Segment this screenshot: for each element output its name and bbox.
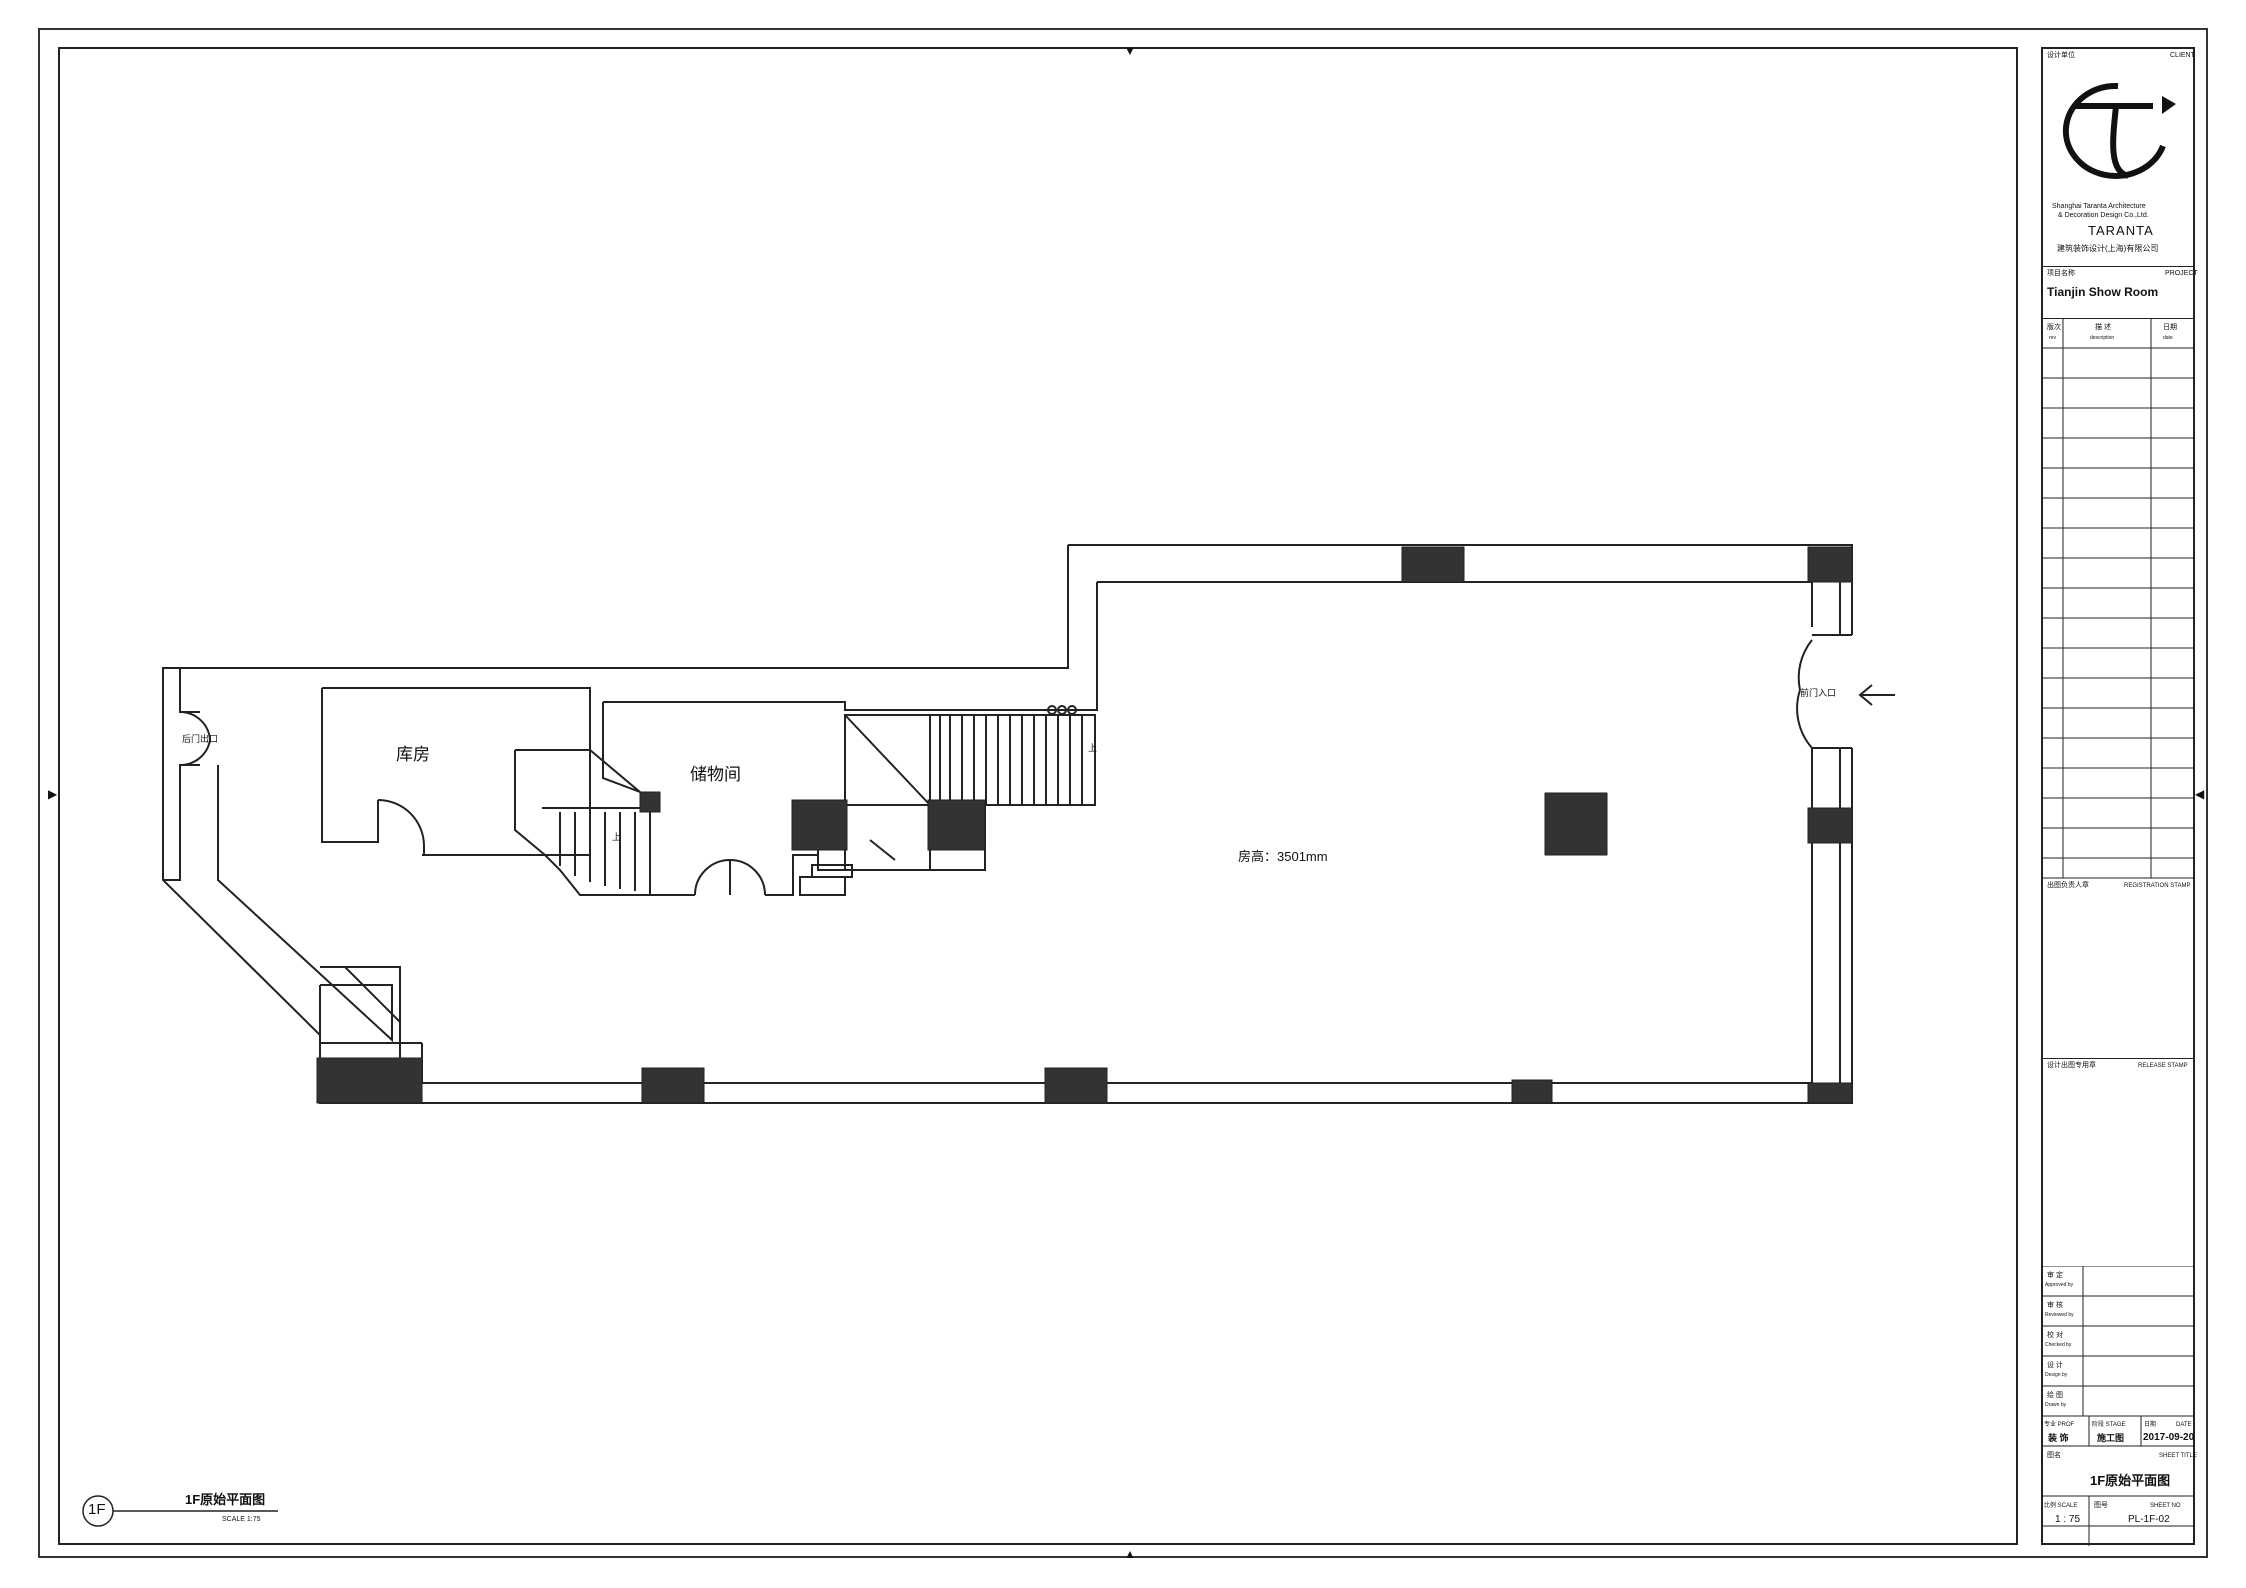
company-name-en-1: Shanghai Taranta Architecture <box>2052 203 2146 210</box>
registration-label: 出图负责人章 <box>2047 882 2089 889</box>
date-value: 2017-09-20 <box>2143 1432 2195 1443</box>
client-label: CLIENT <box>2170 52 2195 59</box>
column <box>927 799 986 851</box>
designer-label: 设计单位 <box>2047 52 2075 59</box>
stair-up-label: 上 <box>1088 743 1098 753</box>
ceiling-height-label: 房高：3501mm <box>1238 849 1328 864</box>
release-label: 设计出图专用章 <box>2047 1062 2096 1069</box>
center-marker-top: ▼ <box>1124 44 1136 58</box>
project-name: Tianjin Show Room <box>2047 285 2159 299</box>
outer-wall <box>1068 544 1853 635</box>
column <box>1807 1082 1853 1104</box>
company-logo <box>2062 82 2176 179</box>
divider <box>2041 318 2195 319</box>
approved-label-en: Approved by <box>2045 1282 2074 1288</box>
company-name-cn: 建筑装饰设计(上海)有限公司 <box>2057 244 2159 253</box>
column <box>1807 546 1853 583</box>
rev-label: 版次 <box>2047 324 2061 331</box>
company-brand: TARANTA <box>2088 223 2154 238</box>
floor-plan <box>162 544 1895 1104</box>
desc-label-en: description <box>2090 335 2115 341</box>
drawing-title: 1F原始平面图 <box>185 1492 266 1507</box>
divider <box>2041 1058 2195 1059</box>
column <box>639 791 661 813</box>
sheet-title: 1F原始平面图 <box>2090 1473 2171 1488</box>
release-label-en: RELEASE STAMP <box>2138 1063 2188 1069</box>
center-marker-left: ▶ <box>48 787 58 801</box>
column <box>1044 1067 1108 1104</box>
stair-up-label-2: 上 <box>612 832 622 842</box>
sheet-title-label-en: SHEET TITLE <box>2159 1453 2197 1459</box>
profession-value: 装 饰 <box>2048 1433 2069 1443</box>
column <box>791 799 848 851</box>
stage-value: 施工图 <box>2097 1433 2125 1443</box>
reviewed-label-en: Reviewed by <box>2045 1312 2074 1318</box>
date-field-label-en: DATE <box>2176 1422 2192 1428</box>
design-label-en: Design by <box>2045 1372 2068 1378</box>
date-label: 日期 <box>2163 324 2177 331</box>
sheet-title-label: 图名 <box>2047 1452 2061 1459</box>
sheet-no-label: 图号 <box>2094 1502 2108 1509</box>
column <box>641 1067 705 1104</box>
scale-value: 1 : 75 <box>2055 1514 2081 1525</box>
storage-room-wall <box>322 687 591 856</box>
front-entrance-label: 前门入口 <box>1800 688 1837 698</box>
design-label: 设 计 <box>2047 1362 2063 1369</box>
sheet-no: PL-1F-02 <box>2128 1514 2170 1525</box>
approved-label: 审 定 <box>2047 1272 2063 1279</box>
checked-label: 校 对 <box>2047 1332 2063 1339</box>
drawn-label: 绘 图 <box>2047 1392 2063 1399</box>
revision-table-grid <box>2041 318 2195 879</box>
title-block <box>2041 47 2195 1545</box>
sheet-inner-border <box>58 47 2018 1545</box>
approval-grid <box>2041 1266 2195 1546</box>
project-label-en: PROJECT <box>2165 270 2198 277</box>
column <box>1511 1079 1553 1104</box>
drawing-tag-symbol <box>82 1495 278 1527</box>
column <box>1544 792 1608 856</box>
registration-label-en: REGISTRATION STAMP <box>2124 883 2191 889</box>
back-exit-label: 后门出口 <box>182 734 219 744</box>
profession-label: 专业 PROF <box>2044 1422 2075 1428</box>
storage-room-label: 库房 <box>396 745 430 764</box>
column <box>316 1057 423 1104</box>
center-marker-right: ◀ <box>2195 787 2205 801</box>
drawn-label-en: Drawn by <box>2045 1402 2067 1408</box>
project-label: 项目名称 <box>2047 270 2075 277</box>
store-room-wall <box>602 702 641 793</box>
drawing-scale: SCALE 1:75 <box>222 1516 261 1523</box>
date-label-en: date <box>2163 335 2173 341</box>
sheet-no-label-en: SHEET NO <box>2150 1503 2181 1509</box>
column <box>1807 807 1853 844</box>
reviewed-label: 审 核 <box>2047 1302 2063 1309</box>
date-field-label: 日期 <box>2144 1422 2157 1428</box>
rev-label-en: rev <box>2049 335 2056 341</box>
inner-wall <box>1097 581 1813 627</box>
stage-label: 阶段 STAGE <box>2092 1422 2126 1428</box>
desc-label: 描 述 <box>2095 324 2111 331</box>
column <box>1401 546 1465 583</box>
checked-label-en: Checked by <box>2045 1342 2072 1348</box>
drawing-tag: 1F <box>88 1501 106 1518</box>
company-name-en-2: & Decoration Design Co.,Ltd. <box>2058 212 2149 219</box>
divider <box>2041 266 2195 267</box>
sheet-outer-border <box>38 28 2208 1558</box>
center-marker-bottom: ▲ <box>1124 1547 1136 1561</box>
scale-label: 比例 SCALE <box>2044 1503 2078 1509</box>
store-room-label: 储物间 <box>690 765 741 784</box>
